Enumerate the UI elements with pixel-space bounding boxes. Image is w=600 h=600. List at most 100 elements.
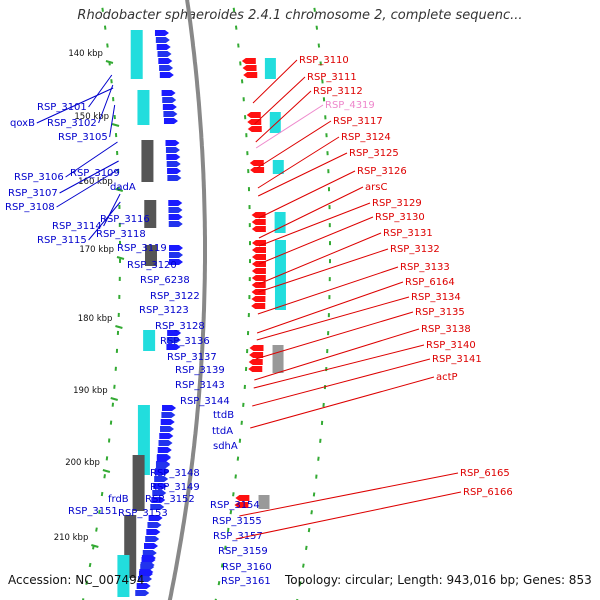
gene-label-reverse[interactable]: actP [436,372,458,383]
gene-label-forward[interactable]: RSP_6238 [140,275,190,286]
forward-gene-arrow[interactable] [158,58,173,64]
forward-gene-block[interactable] [144,245,157,266]
forward-gene-block[interactable] [141,140,154,182]
forward-gene-arrow[interactable] [166,161,181,167]
forward-gene-arrow[interactable] [160,426,175,432]
gene-label-forward[interactable]: RSP_3154 [210,500,260,511]
forward-gene-arrow[interactable] [135,590,150,596]
forward-gene-block[interactable] [130,30,143,79]
gene-label-reverse[interactable]: RSP_3117 [333,116,383,127]
forward-gene-arrow[interactable] [167,168,182,174]
forward-gene-arrow[interactable] [139,569,154,575]
gene-label-forward[interactable]: RSP_3114 [52,221,102,232]
gene-label-forward[interactable]: frdB [108,494,129,505]
reverse-gene-arrow[interactable] [251,212,266,218]
gene-label-forward[interactable]: RSP_3151 [68,506,118,517]
reverse-gene-arrow[interactable] [251,219,266,225]
gene-label-reverse[interactable]: RSP_3140 [426,340,476,351]
reverse-gene-arrow[interactable] [249,352,264,358]
forward-gene-arrow[interactable] [144,543,159,549]
forward-gene-arrow[interactable] [159,433,174,439]
forward-gene-arrow[interactable] [158,440,173,446]
gene-label-forward[interactable]: RSP_3152 [145,494,195,505]
reverse-gene-arrow[interactable] [248,359,263,365]
reverse-gene-arrow[interactable] [249,160,264,166]
gene-label-forward[interactable]: dadA [110,182,136,193]
reverse-gene-block[interactable] [269,112,281,133]
reverse-gene-arrow[interactable] [251,240,266,246]
forward-gene-arrow[interactable] [155,37,170,43]
forward-gene-arrow[interactable] [155,462,170,468]
reverse-gene-block[interactable] [258,495,270,509]
forward-gene-arrow[interactable] [140,562,155,568]
gene-label-forward[interactable]: RSP_3144 [180,396,230,407]
forward-gene-arrow[interactable] [168,252,183,258]
forward-gene-arrow[interactable] [145,536,160,542]
reverse-gene-arrow[interactable] [235,495,250,501]
reverse-gene-arrow[interactable] [250,167,265,173]
reverse-gene-arrow[interactable] [251,254,266,260]
reverse-gene-arrow[interactable] [249,345,264,351]
gene-label-forward[interactable]: RSP_3148 [150,468,200,479]
gene-label-reverse[interactable]: RSP_3141 [432,354,482,365]
forward-gene-arrow[interactable] [165,147,180,153]
forward-gene-arrow[interactable] [168,214,183,220]
forward-gene-arrow[interactable] [166,344,181,350]
reverse-gene-arrow[interactable] [246,112,261,118]
reverse-gene-arrow[interactable] [251,275,266,281]
forward-gene-arrow[interactable] [141,555,156,561]
reverse-gene-arrow[interactable] [243,72,258,78]
reverse-gene-arrow[interactable] [241,58,256,64]
gene-label-forward[interactable]: RSP_3128 [155,321,205,332]
gene-label-forward[interactable]: RSP_3139 [175,365,225,376]
forward-gene-arrow[interactable] [168,207,183,213]
gene-label-reverse[interactable]: RSP_6166 [463,487,513,498]
forward-gene-arrow[interactable] [168,259,183,265]
forward-gene-arrow[interactable] [148,515,163,521]
gene-label-forward[interactable]: RSP_3105 [58,132,108,143]
gene-label-forward[interactable]: RSP_3119 [117,243,167,254]
reverse-gene-arrow[interactable] [251,247,266,253]
forward-gene-arrow[interactable] [161,90,176,96]
gene-label-forward[interactable]: RSP_3157 [213,531,263,542]
forward-gene-arrow[interactable] [152,490,167,496]
forward-gene-arrow[interactable] [159,65,174,71]
gene-label-reverse[interactable]: RSP_3110 [299,55,349,66]
gene-label-forward[interactable]: sdhA [213,441,238,452]
forward-gene-arrow[interactable] [166,154,181,160]
reverse-gene-block[interactable] [264,58,276,79]
reverse-gene-arrow[interactable] [251,282,266,288]
forward-gene-arrow[interactable] [167,330,182,336]
reverse-gene-arrow[interactable] [234,502,249,508]
forward-gene-arrow[interactable] [153,483,168,489]
gene-label-forward[interactable]: RSP_3106 [14,172,64,183]
forward-gene-arrow[interactable] [147,522,162,528]
forward-gene-arrow[interactable] [138,576,153,582]
gene-label-reverse[interactable]: arsC [365,182,387,193]
forward-gene-arrow[interactable] [160,419,175,425]
gene-label-reverse[interactable]: RSP_3126 [357,166,407,177]
forward-gene-arrow[interactable] [136,583,151,589]
gene-label-forward[interactable]: RSP_3155 [212,516,262,527]
gene-label-reverse[interactable]: RSP_4319 [325,100,375,111]
reverse-gene-arrow[interactable] [247,126,262,132]
gene-label-forward[interactable]: RSP_3102 [47,118,97,129]
gene-label-reverse[interactable]: RSP_3131 [383,228,433,239]
gene-label-reverse[interactable]: RSP_3124 [341,132,391,143]
forward-gene-arrow[interactable] [156,455,171,461]
reverse-gene-arrow[interactable] [248,366,263,372]
gene-label-forward[interactable]: qoxB [10,118,35,129]
forward-gene-arrow[interactable] [146,529,161,535]
gene-label-forward[interactable]: RSP_3118 [96,229,146,240]
gene-label-forward[interactable]: RSP_3161 [221,576,271,587]
reverse-gene-arrow[interactable] [251,296,266,302]
gene-label-forward[interactable]: RSP_3153 [118,508,168,519]
forward-gene-arrow[interactable] [163,111,178,117]
forward-gene-block[interactable] [137,90,150,125]
reverse-gene-block[interactable] [272,160,284,174]
forward-gene-arrow[interactable] [162,405,177,411]
gene-label-reverse[interactable]: RSP_6165 [460,468,510,479]
gene-label-forward[interactable]: RSP_3143 [175,380,225,391]
forward-gene-arrow[interactable] [150,504,165,510]
forward-gene-arrow[interactable] [166,337,181,343]
